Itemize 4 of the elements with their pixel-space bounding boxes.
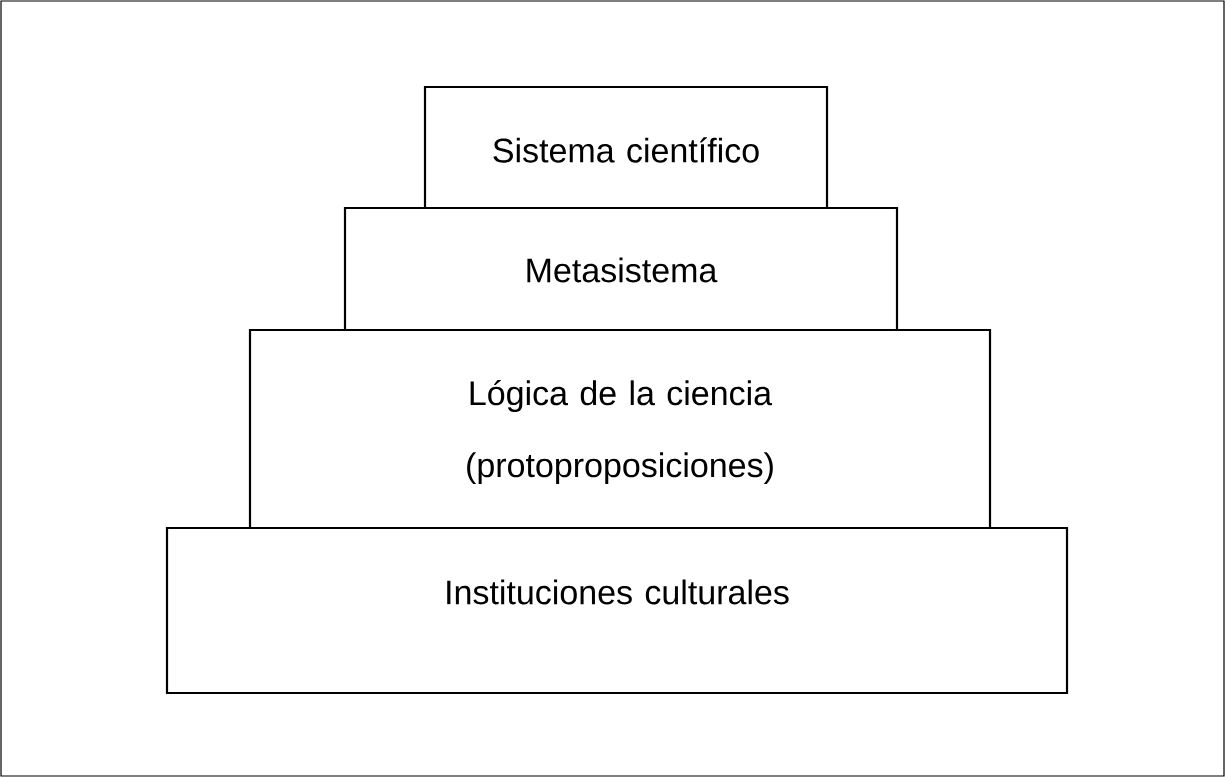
tier-box: Metasistema (343, 206, 899, 332)
tier-box: Sistema científico (423, 85, 829, 210)
tier-box: Instituciones culturales (165, 526, 1069, 695)
tier-box: Lógica de la ciencia (protoproposiciones) (248, 328, 992, 530)
